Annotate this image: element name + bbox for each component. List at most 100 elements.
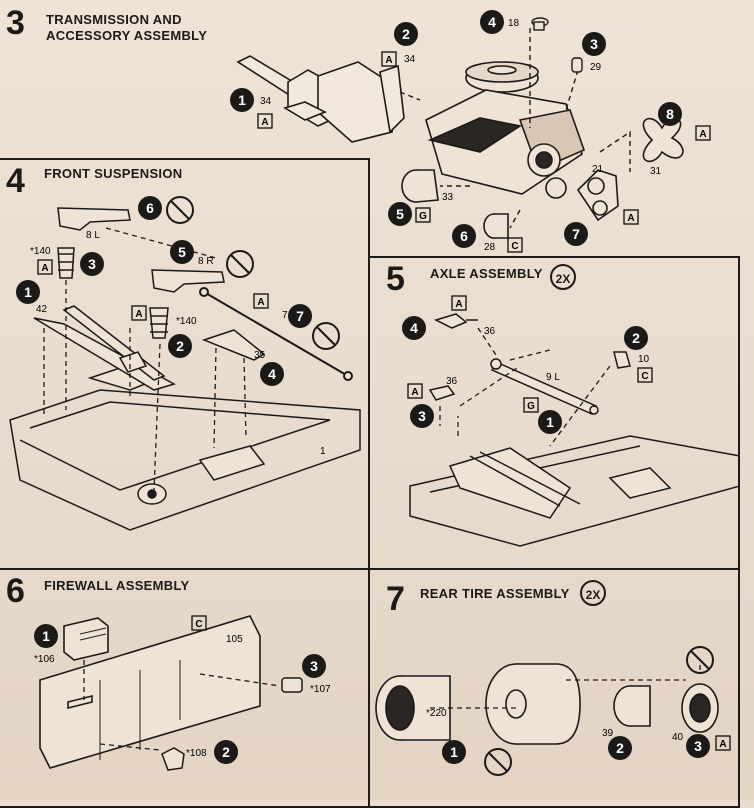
svg-text:7: 7	[572, 226, 580, 242]
step4-part-8r: 8 R	[198, 256, 214, 267]
step4-part-7: 7	[282, 310, 288, 321]
svg-text:A: A	[411, 387, 418, 398]
step3-title-line1: TRANSMISSION AND	[46, 12, 182, 27]
step3-badge-2: A	[381, 51, 397, 67]
svg-text:A: A	[385, 55, 392, 66]
step5-callout-1: 1	[538, 410, 562, 434]
step5-badge-a1: A	[451, 295, 467, 311]
trailing-arm-part	[490, 358, 599, 415]
svg-text:3: 3	[590, 36, 598, 52]
step3-badge-5: G	[415, 207, 431, 223]
svg-text:2: 2	[402, 26, 410, 42]
step4-part-42: 42	[36, 304, 48, 315]
step3-part-29: 29	[590, 62, 602, 73]
step5-title: AXLE ASSEMBLY	[430, 266, 543, 281]
step5-callout-4: 4	[402, 316, 426, 340]
step7-callout-1: 1	[442, 740, 466, 764]
step4-callout-2: 2	[168, 334, 192, 358]
step6-diagram: 1 *106 C 105 3 *107 *108 2	[34, 615, 331, 771]
step6-part-106: *106	[34, 654, 55, 665]
svg-text:3: 3	[418, 408, 426, 424]
spring-right-part	[149, 307, 169, 339]
svg-text:1: 1	[546, 414, 554, 430]
pulley-part	[576, 169, 619, 222]
tire-part	[485, 663, 581, 745]
svg-text:G: G	[419, 211, 427, 222]
wiper-motor-part	[281, 677, 303, 693]
svg-text:A: A	[627, 213, 634, 224]
step4-callout-5: 5	[170, 240, 194, 264]
crossmember-part	[201, 329, 266, 361]
step7-badge-a: A	[715, 735, 731, 751]
rear-frame-part	[409, 435, 740, 547]
step4-callout-4: 4	[260, 362, 284, 386]
step4-callout-7: 7	[288, 304, 312, 328]
step6-number: 6	[6, 572, 25, 610]
svg-text:A: A	[41, 263, 48, 274]
tie-rod-part	[199, 287, 353, 381]
shock-bracket-part	[428, 385, 456, 401]
no-cement-icon	[226, 250, 254, 278]
step5-part-9l: 9 L	[546, 372, 560, 383]
step4-part-140b: *140	[176, 316, 197, 327]
step4-badge-a2: A	[253, 293, 269, 309]
step5-number: 5	[386, 260, 405, 298]
step3-diagram: 1 34 A 2 A 34 4 18 3 29 8 A 31 21 A 5 G …	[230, 10, 711, 253]
step3-callout-3: 3	[582, 32, 606, 56]
svg-text:7: 7	[296, 308, 304, 324]
coil-part	[571, 57, 583, 73]
svg-text:G: G	[527, 401, 535, 412]
svg-text:1: 1	[24, 284, 32, 300]
step3-callout-5: 5	[388, 202, 412, 226]
step3-badge-6: C	[507, 237, 523, 253]
svg-text:3: 3	[310, 658, 318, 674]
step4-diagram: 6 8 L *140 A 3 1 42 5 8 R A A *140 2 7 7…	[9, 196, 361, 531]
step3-callout-4: 4	[480, 10, 504, 34]
step4-part-8l: 8 L	[86, 230, 100, 241]
svg-text:C: C	[641, 371, 648, 382]
svg-text:A: A	[719, 739, 726, 750]
step4-title: FRONT SUSPENSION	[44, 166, 183, 181]
step3-title-line2: ACCESSORY ASSEMBLY	[46, 28, 208, 43]
svg-text:4: 4	[268, 366, 276, 382]
firewall-part	[39, 615, 261, 769]
step3-part-31: 31	[650, 166, 662, 177]
step7-part-39: 39	[602, 728, 614, 739]
step5-badge-c: C	[637, 367, 653, 383]
step6-part-107: *107	[310, 684, 331, 695]
svg-text:2: 2	[632, 330, 640, 346]
no-cement-icon	[686, 646, 714, 674]
step5-multiplier-badge: 2X	[550, 264, 576, 290]
svg-text:A: A	[699, 129, 706, 140]
step6-part-105: 105	[226, 634, 243, 645]
step7-part-40: 40	[672, 732, 684, 743]
step3-callout-8: 8	[658, 102, 682, 126]
step6-callout-1: 1	[34, 624, 58, 648]
step4-callout-6: 6	[138, 196, 162, 220]
step5-diagram: A 4 36 2 10 C A 36 9 L 3 G 1	[402, 295, 740, 547]
engine-block-part	[425, 61, 586, 199]
svg-text:5: 5	[178, 244, 186, 260]
no-cement-icon	[484, 748, 512, 776]
step4-callout-1: 1	[16, 280, 40, 304]
alternator-part	[401, 169, 439, 203]
step3-part-34-b: 34	[404, 54, 416, 65]
step5-badge-g: G	[523, 397, 539, 413]
step3-part-21: 21	[592, 164, 604, 175]
step4-part-140a: *140	[30, 246, 51, 257]
step6-badge-c: C	[191, 615, 207, 631]
svg-text:2: 2	[616, 740, 624, 756]
step7-title: REAR TIRE ASSEMBLY	[420, 586, 570, 601]
step6-callout-3: 3	[302, 654, 326, 678]
no-cement-icon	[166, 196, 194, 224]
svg-text:1: 1	[238, 92, 246, 108]
svg-text:A: A	[455, 299, 462, 310]
step4-badge-a3: A	[131, 305, 147, 321]
svg-text:C: C	[195, 619, 202, 630]
step3-callout-2: 2	[394, 22, 418, 46]
svg-text:2: 2	[176, 338, 184, 354]
upper-arm-right-part	[151, 269, 225, 293]
fan-part	[642, 117, 684, 163]
step4-part-1: 1	[320, 446, 326, 457]
